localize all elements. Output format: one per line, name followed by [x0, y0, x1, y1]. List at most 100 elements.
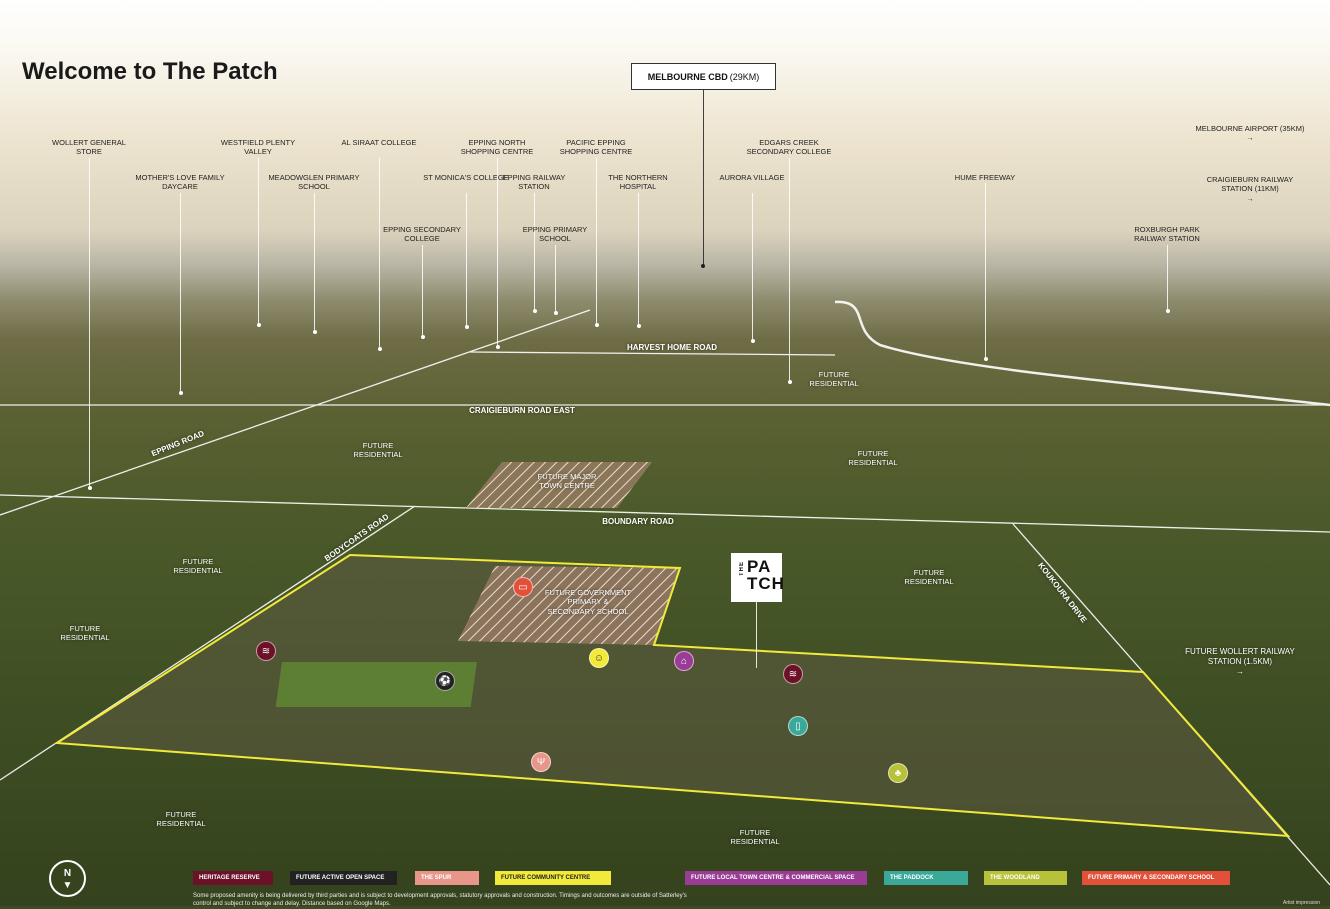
landmark-label: HUME FREEWAY — [954, 173, 1016, 182]
leader-line — [596, 158, 597, 325]
future-residential-label: FUTURE RESIDENTIAL — [848, 449, 898, 468]
landmark-label: EPPING PRIMARY SCHOOL — [522, 225, 588, 244]
future-residential-label: FUTURE RESIDENTIAL — [60, 624, 110, 643]
footnote: Some proposed amenity is being delivered… — [193, 893, 687, 907]
hume-freeway-line — [834, 300, 1330, 407]
landmark-label: EPPING NORTH SHOPPING CENTRE — [460, 138, 534, 157]
community-centre-pin[interactable]: ☺ — [589, 648, 609, 668]
page-title: Welcome to The Patch — [22, 58, 278, 85]
legend-item: FUTURE ACTIVE OPEN SPACE — [290, 871, 397, 885]
landmark-marker — [256, 323, 261, 327]
future-major-town-centre-area — [466, 462, 652, 508]
landmark-label: WESTFIELD PLENTY VALLEY — [220, 138, 296, 157]
leader-line — [466, 193, 467, 327]
landmark-label: ROXBURGH PARK RAILWAY STATION — [1134, 225, 1200, 244]
boundary-road-label: BOUNDARY ROAD — [602, 517, 674, 526]
craigieburn-station-label: CRAIGIEBURN RAILWAY STATION (11KM)→ — [1206, 175, 1294, 203]
landmark-label: AL SIRAAT COLLEGE — [341, 138, 417, 147]
cbd-leader-line — [703, 90, 704, 266]
craigieburn-road-label: CRAIGIEBURN ROAD EAST — [469, 406, 575, 415]
landmark-marker — [553, 311, 558, 315]
landmark-marker — [420, 335, 425, 339]
future-residential-label: FUTURE RESIDENTIAL — [173, 557, 223, 576]
landmark-label: THE NORTHERN HOSPITAL — [608, 173, 668, 192]
landmark-marker — [787, 380, 792, 384]
leader-line — [258, 158, 259, 325]
spur-pin[interactable]: Ψ — [531, 752, 551, 772]
boundary-road-line — [0, 494, 1330, 533]
estate-boundary — [53, 553, 1291, 838]
landmark-label: MOTHER'S LOVE FAMILY DAYCARE — [135, 173, 225, 192]
cbd-name: MELBOURNE CBD — [647, 71, 728, 82]
leader-line — [752, 193, 753, 341]
landmark-marker — [1165, 309, 1170, 313]
leader-line — [497, 158, 498, 347]
landmark-label: MEADOWGLEN PRIMARY SCHOOL — [268, 173, 360, 192]
leader-line — [555, 245, 556, 313]
town-centre-pin[interactable]: ⌂ — [674, 651, 694, 671]
landmark-label: EPPING RAILWAY STATION — [502, 173, 566, 192]
landmark-label: AURORA VILLAGE — [719, 173, 785, 182]
future-residential-label: FUTURE RESIDENTIAL — [353, 441, 403, 460]
landmark-marker — [636, 324, 641, 328]
wollert-station-label: FUTURE WOLLERT RAILWAY STATION (1.5KM)→ — [1185, 647, 1295, 676]
active-open-space-pin[interactable]: ⚽ — [435, 671, 455, 691]
landmark-label: ST MONICA'S COLLEGE — [423, 173, 509, 182]
north-compass: N▼ — [49, 860, 86, 897]
harvest-home-road-label: HARVEST HOME ROAD — [626, 343, 718, 352]
cbd-marker — [700, 264, 705, 268]
harvest-home-road-line — [469, 351, 836, 356]
melbourne-cbd-label: MELBOURNE CBD(29KM) — [631, 63, 776, 90]
leader-line — [1167, 245, 1168, 311]
legend-label: FUTURE LOCAL TOWN CENTRE & COMMERCIAL SP… — [691, 875, 855, 881]
heritage-reserve-pin-2[interactable]: ≋ — [783, 664, 803, 684]
legend-label: FUTURE ACTIVE OPEN SPACE — [296, 875, 385, 881]
landmark-label: PACIFIC EPPING SHOPPING CENTRE — [559, 138, 633, 157]
landmark-marker — [312, 330, 317, 334]
landmark-marker — [594, 323, 599, 327]
landmark-label: EDGARS CREEK SECONDARY COLLEGE — [746, 138, 832, 157]
leader-line — [180, 193, 181, 393]
melbourne-airport-label: MELBOURNE AIRPORT (35KM)→ — [1195, 124, 1305, 143]
school-pin[interactable]: ▭ — [513, 577, 533, 597]
future-residential-label: FUTURE RESIDENTIAL — [809, 370, 859, 389]
landmark-label: EPPING SECONDARY COLLEGE — [383, 225, 461, 244]
future-residential-label: FUTURE RESIDENTIAL — [730, 828, 780, 847]
landmark-marker — [87, 486, 92, 490]
legend-item: THE WOODLAND — [984, 871, 1067, 885]
legend-item: THE PADDOCK — [884, 871, 968, 885]
landmark-marker — [377, 347, 382, 351]
logo-leader-line — [756, 602, 757, 668]
leader-line — [638, 193, 639, 326]
leader-line — [422, 245, 423, 337]
legend-label: FUTURE PRIMARY & SECONDARY SCHOOL — [1088, 875, 1215, 881]
major-town-centre-label: FUTURE MAJOR TOWN CENTRE — [537, 472, 597, 491]
legend-label: HERITAGE RESERVE — [199, 875, 260, 881]
leader-line — [89, 158, 90, 488]
legend-item: THE SPUR — [415, 871, 479, 885]
legend-label: THE WOODLAND — [990, 875, 1040, 881]
leader-line — [789, 158, 790, 382]
estate-ground — [57, 555, 1288, 836]
legend-label: THE PADDOCK — [890, 875, 934, 881]
gov-school-label: FUTURE GOVERNMENT PRIMARY & SECONDARY SC… — [544, 588, 632, 616]
landmark-marker — [495, 345, 500, 349]
paddock-pin[interactable]: ▯ — [788, 716, 808, 736]
woodland-pin[interactable]: ♣ — [888, 763, 908, 783]
heritage-reserve-pin[interactable]: ≋ — [256, 641, 276, 661]
sports-fields — [275, 662, 477, 707]
epping-road-line — [0, 309, 591, 516]
future-residential-label: FUTURE RESIDENTIAL — [156, 810, 206, 829]
landmark-marker — [750, 339, 755, 343]
legend-item: FUTURE LOCAL TOWN CENTRE & COMMERCIAL SP… — [685, 871, 867, 885]
legend-item: HERITAGE RESERVE — [193, 871, 273, 885]
future-residential-label: FUTURE RESIDENTIAL — [904, 568, 954, 587]
leader-line — [534, 193, 535, 311]
leader-line — [379, 158, 380, 349]
landmark-marker — [178, 391, 183, 395]
landmark-marker — [464, 325, 469, 329]
landmark-label: WOLLERT GENERAL STORE — [52, 138, 126, 157]
leader-line — [985, 183, 986, 359]
artist-impression-note: Artist impression — [1283, 900, 1320, 906]
